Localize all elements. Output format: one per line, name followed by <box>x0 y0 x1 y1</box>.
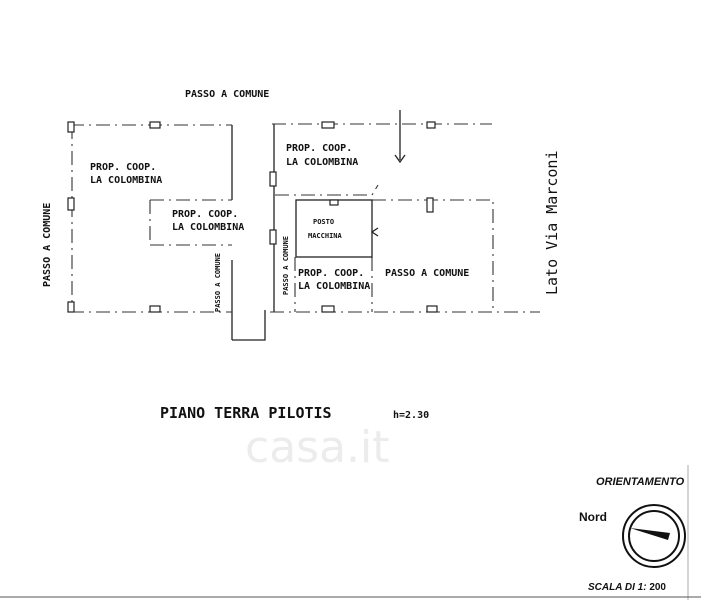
label-prop: LA COLOMBINA <box>172 222 244 233</box>
column <box>67 197 75 211</box>
column <box>426 121 436 129</box>
left-block <box>67 121 266 341</box>
column <box>67 121 75 133</box>
label-inner-passage: PASSO A COMUNE <box>282 236 290 295</box>
scale-label: SCALA DI 1: 200 <box>588 582 666 593</box>
scale-text: SCALA DI 1: <box>588 582 647 593</box>
label-street: Lato Via Marconi <box>543 151 561 296</box>
label-top-passage: PASSO A COMUNE <box>185 89 269 100</box>
column <box>321 121 335 129</box>
column <box>67 301 75 313</box>
label-parking: MACCHINA <box>308 232 343 240</box>
label-right-passage: PASSO A COMUNE <box>385 268 469 279</box>
watermark: casa.it <box>245 422 390 473</box>
column <box>329 199 339 206</box>
label-prop: LA COLOMBINA <box>298 281 370 292</box>
orientation-title: ORIENTAMENTO <box>596 476 685 488</box>
plan-title: PIANO TERRA PILOTIS <box>160 404 332 422</box>
column <box>149 305 161 313</box>
label-prop: LA COLOMBINA <box>286 157 358 168</box>
parking-space <box>295 199 373 258</box>
right-block <box>269 110 540 313</box>
label-prop: PROP. COOP. <box>172 209 238 220</box>
label-left-passage: PASSO A COMUNE <box>42 203 53 287</box>
label-prop: PROP. COOP. <box>90 162 156 173</box>
column <box>321 305 335 313</box>
column <box>426 305 438 313</box>
column <box>269 229 277 245</box>
arrow-down-icon <box>394 110 406 164</box>
column <box>269 171 277 187</box>
label-inner-passage: PASSO A COMUNE <box>214 253 222 312</box>
label-prop: PROP. COOP. <box>286 143 352 154</box>
arrow-left-icon <box>370 227 379 237</box>
scale-value: 200 <box>649 582 666 593</box>
plan-height: h=2.30 <box>393 410 429 421</box>
compass-icon <box>622 504 686 568</box>
label-prop: PROP. COOP. <box>298 268 364 279</box>
label-prop: LA COLOMBINA <box>90 175 162 186</box>
label-parking: POSTO <box>313 218 334 226</box>
north-label: Nord <box>579 510 607 524</box>
column <box>426 197 434 213</box>
column <box>149 121 161 129</box>
